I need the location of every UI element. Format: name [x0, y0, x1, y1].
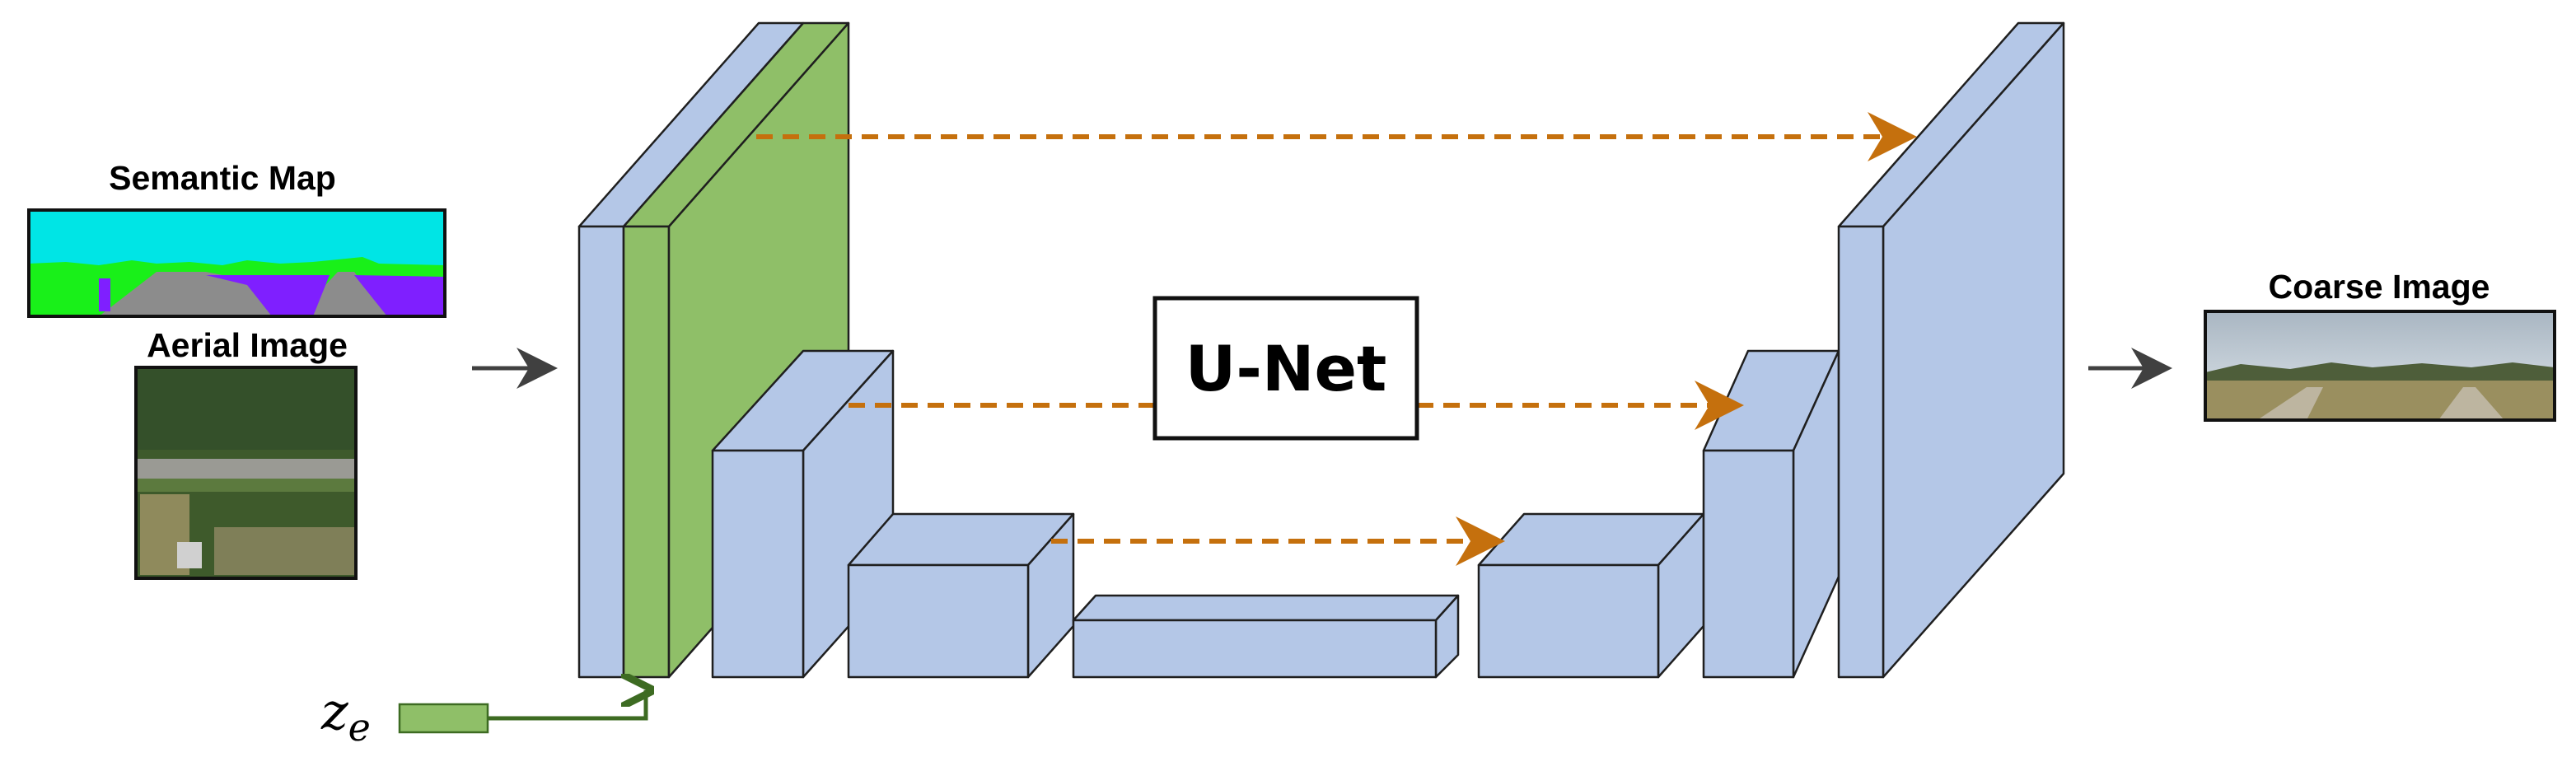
- aerial-image-label: Aerial Image: [147, 326, 348, 364]
- coarse-image: [2204, 310, 2556, 422]
- decoder-block-3: [1837, 21, 2065, 679]
- aerial-image: [134, 366, 358, 580]
- bottleneck-block: [1072, 594, 1460, 679]
- encoder-block-1: [577, 21, 805, 679]
- z-e-block: [398, 703, 489, 734]
- coarse-image-label: Coarse Image: [2269, 268, 2490, 306]
- decoder-block-2: [1702, 349, 1840, 679]
- unet-label: U-Net: [1185, 332, 1387, 405]
- semantic-map-image: [27, 208, 446, 318]
- z-e-input: ze: [320, 681, 646, 750]
- decoder-block-1: [1477, 512, 1705, 679]
- semantic-map-label: Semantic Map: [109, 159, 336, 197]
- z-e-label: ze: [320, 681, 371, 750]
- encoder-block-4: [847, 512, 1075, 679]
- z-e-arrow: [488, 690, 646, 721]
- unet-label-box: U-Net: [1152, 296, 1419, 441]
